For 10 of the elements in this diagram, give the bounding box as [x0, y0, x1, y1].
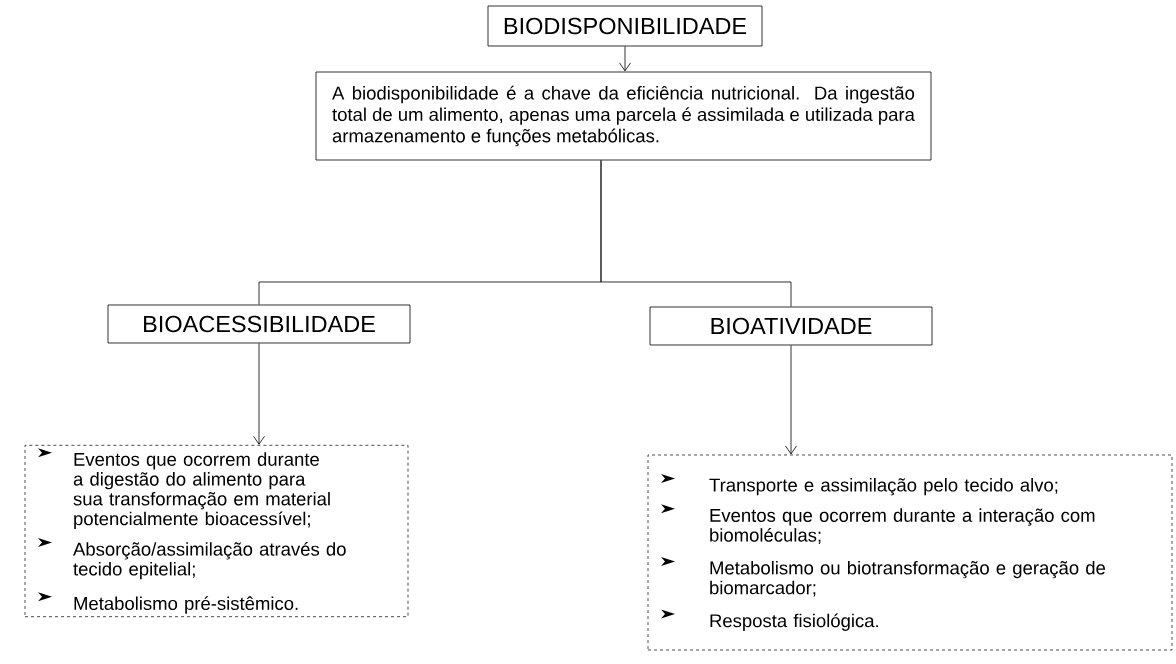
- bullet-list-box: Transporte e assimilação pelo tecido alvo; Eventos que ocorrem durante a interação com biomoléculas; Metabolismo ou biotransformação e geração de biomarcador; Resposta fisiológica.: [647, 454, 1173, 651]
- title-box: BIOATIVIDADE: [649, 306, 933, 346]
- connector: [253, 343, 265, 445]
- text-box: A biodisponibilidade é a chave da eficiência nutricional. Da ingestão total de um alimento, apenas uma parcela é assimilada e utilizada para armazenamento e funções metabólicas.: [315, 71, 932, 161]
- connector: [619, 46, 631, 72]
- connector: [785, 345, 797, 455]
- bullet-list-box: Eventos que ocorrem durante a digestão do alimento para sua transformação em material potencialmente bioacessível; Absorção/assimilação através do tecido epitelial; Metabolismo pré-sistêmico.: [24, 444, 409, 618]
- title-box: BIODISPONIBILIDADE: [487, 5, 763, 47]
- title-box: BIOACESSIBILIDADE: [107, 304, 411, 344]
- connector: [600, 160, 792, 307]
